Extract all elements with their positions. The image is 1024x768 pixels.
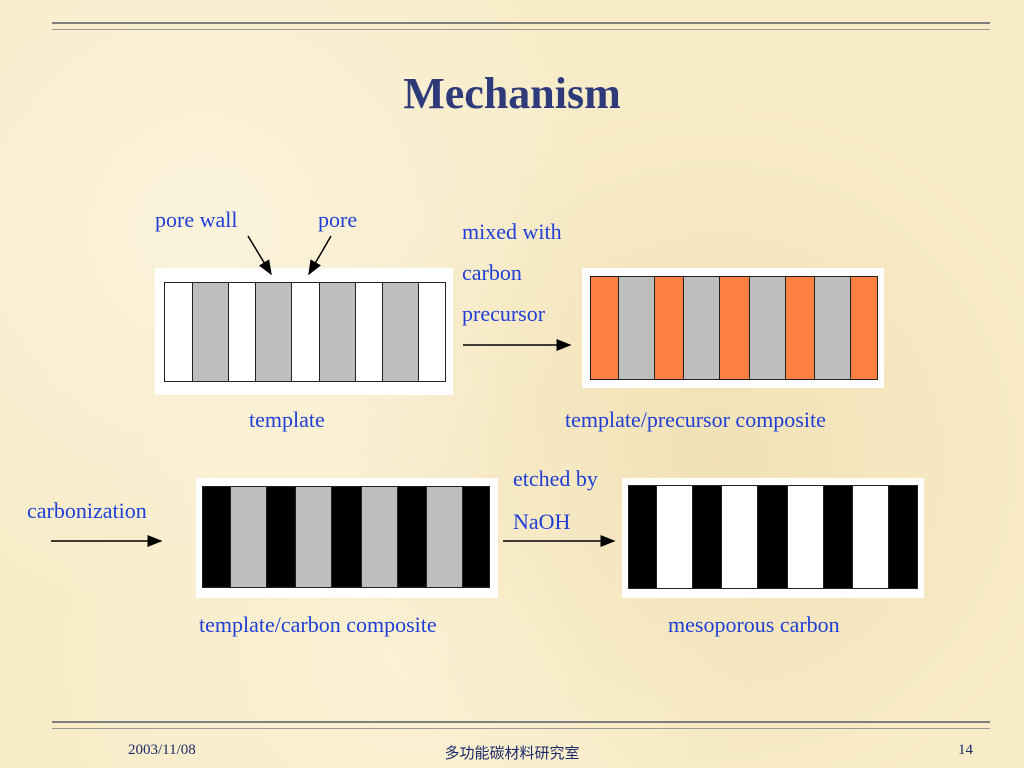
carbon-strip [203, 487, 231, 587]
pore-strip [787, 486, 824, 588]
page-number: 14 [958, 742, 973, 758]
mesoporous-carbon-block [628, 485, 918, 589]
pore-arrow [308, 235, 332, 276]
pore-wall-strip [383, 283, 420, 381]
pore-wall-strip [192, 283, 229, 381]
etched-by-label-line2: NaOH [513, 509, 571, 534]
mixed-with-label-line3: precursor [462, 301, 546, 326]
pore-wall-strip [256, 283, 293, 381]
carbon-composite-caption: template/carbon composite [199, 612, 437, 637]
mesoporous-carbon-caption: mesoporous carbon [668, 612, 840, 637]
pore-wall-strip [749, 277, 786, 379]
pore-strip [292, 283, 320, 381]
mixed-with-label-line2: carbon [462, 260, 522, 285]
pore-strip [419, 283, 445, 381]
template-caption: template [249, 407, 325, 432]
precursor-strip [654, 277, 685, 379]
precursor-composite-block [590, 276, 878, 380]
pore-wall-strip [230, 487, 267, 587]
carbonization-label: carbonization [27, 498, 147, 523]
pore-wall-strip [815, 277, 852, 379]
carbon-strip [397, 487, 428, 587]
carbon-strip [889, 486, 917, 588]
pore-wall-arrow [247, 235, 272, 276]
pore-wall-strip [319, 283, 356, 381]
pore-strip [228, 283, 257, 381]
pore-wall-strip [361, 487, 398, 587]
bottom-rule [52, 721, 990, 729]
pore-strip [656, 486, 693, 588]
precursor-strip [591, 277, 619, 379]
carbon-strip [758, 486, 788, 588]
footer-date: 2003/11/08 [128, 742, 196, 758]
carbon-strip [692, 486, 723, 588]
pore-wall-strip [618, 277, 655, 379]
pore-label: pore [318, 207, 358, 232]
carbon-strip [823, 486, 854, 588]
etched-by-label-line1: etched by [513, 466, 598, 491]
pore-wall-strip [684, 277, 721, 379]
carbon-strip [463, 487, 490, 587]
pore-strip [722, 486, 759, 588]
pore-wall-strip [296, 487, 333, 587]
pore-strip [853, 486, 890, 588]
carbon-strip [629, 486, 657, 588]
carbon-strip [266, 487, 297, 587]
pore-strip [355, 283, 384, 381]
template-block [164, 282, 446, 382]
pore-wall-strip [427, 487, 464, 587]
precursor-composite-caption: template/precursor composite [565, 407, 826, 432]
mixed-with-label-line1: mixed with [462, 219, 562, 244]
pore-strip [165, 283, 193, 381]
top-rule [52, 22, 990, 30]
precursor-strip [720, 277, 750, 379]
carbon-composite-block [202, 486, 490, 588]
slide-title: Mechanism [403, 69, 621, 118]
footer-lab-name: 多功能碳材料研究室 [444, 744, 580, 762]
precursor-strip [785, 277, 816, 379]
carbon-strip [332, 487, 362, 587]
pore-wall-label: pore wall [155, 207, 238, 232]
precursor-strip [851, 277, 878, 379]
